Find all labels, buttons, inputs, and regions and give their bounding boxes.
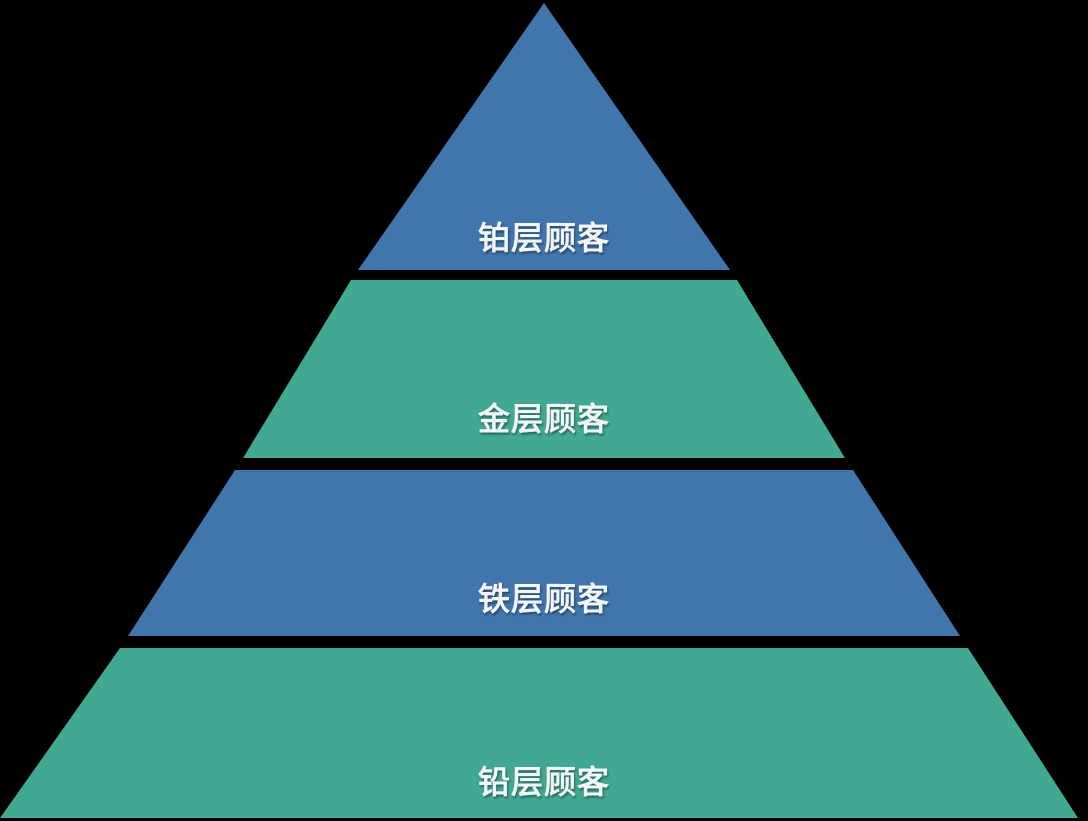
pyramid-tier-4-shape[interactable] bbox=[0, 648, 1078, 818]
pyramid-tier-1-shape[interactable] bbox=[358, 3, 730, 270]
pyramid-tier-2-shape[interactable] bbox=[243, 280, 845, 458]
pyramid-tier-3-shape[interactable] bbox=[128, 470, 960, 636]
